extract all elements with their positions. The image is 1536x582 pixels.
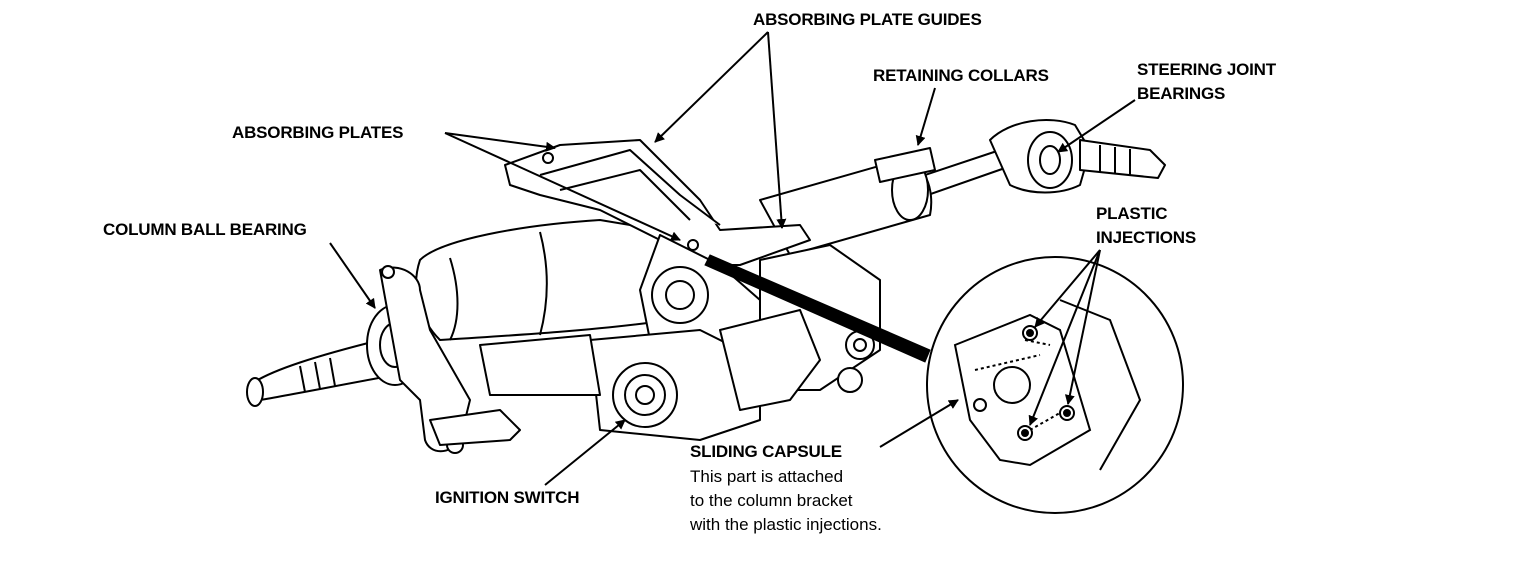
leader-absorbing-plates-1 bbox=[444, 132, 556, 152]
leader-plate-guides-2 bbox=[767, 31, 787, 229]
label-column-ball-bearing: COLUMN BALL BEARING bbox=[103, 220, 307, 239]
label-plastic-injections-line1: PLASTIC bbox=[1096, 204, 1168, 223]
label-sliding-capsule: SLIDING CAPSULE bbox=[690, 442, 842, 461]
label-steering-joint-line2: BEARINGS bbox=[1137, 84, 1226, 103]
leader-retaining-collars bbox=[915, 87, 936, 146]
label-steering-joint-line1: STEERING JOINT bbox=[1137, 60, 1276, 79]
leader-steering-joint bbox=[1057, 99, 1136, 153]
label-ignition-switch: IGNITION SWITCH bbox=[435, 488, 580, 507]
leader-ignition-switch bbox=[544, 419, 626, 486]
sliding-capsule-description-line2: to the column bracket bbox=[690, 491, 853, 510]
leader-plate-guides-1 bbox=[654, 31, 769, 143]
sliding-capsule-description-line3: with the plastic injections. bbox=[690, 515, 882, 534]
leader-column-ball-bearing bbox=[329, 242, 376, 309]
leader-absorbing-plates-2 bbox=[444, 132, 681, 241]
sliding-capsule-description-line1: This part is attached bbox=[690, 467, 844, 486]
steering-joint-splined-end bbox=[1079, 139, 1166, 179]
retaining-collar bbox=[874, 147, 936, 183]
label-absorbing-plates: ABSORBING PLATES bbox=[232, 123, 404, 142]
label-absorbing-plate-guides: ABSORBING PLATE GUIDES bbox=[753, 10, 982, 29]
inset-connector-bar bbox=[704, 254, 931, 363]
leader-sliding-capsule bbox=[879, 399, 959, 448]
leader-plastic-3 bbox=[1064, 249, 1101, 405]
label-retaining-collars: RETAINING COLLARS bbox=[873, 66, 1049, 85]
label-plastic-injections-line2: INJECTIONS bbox=[1096, 228, 1197, 247]
leader-plastic-2 bbox=[1028, 249, 1101, 426]
leader-plastic-1 bbox=[1034, 249, 1101, 328]
plastic-injection-inset bbox=[926, 256, 1184, 514]
